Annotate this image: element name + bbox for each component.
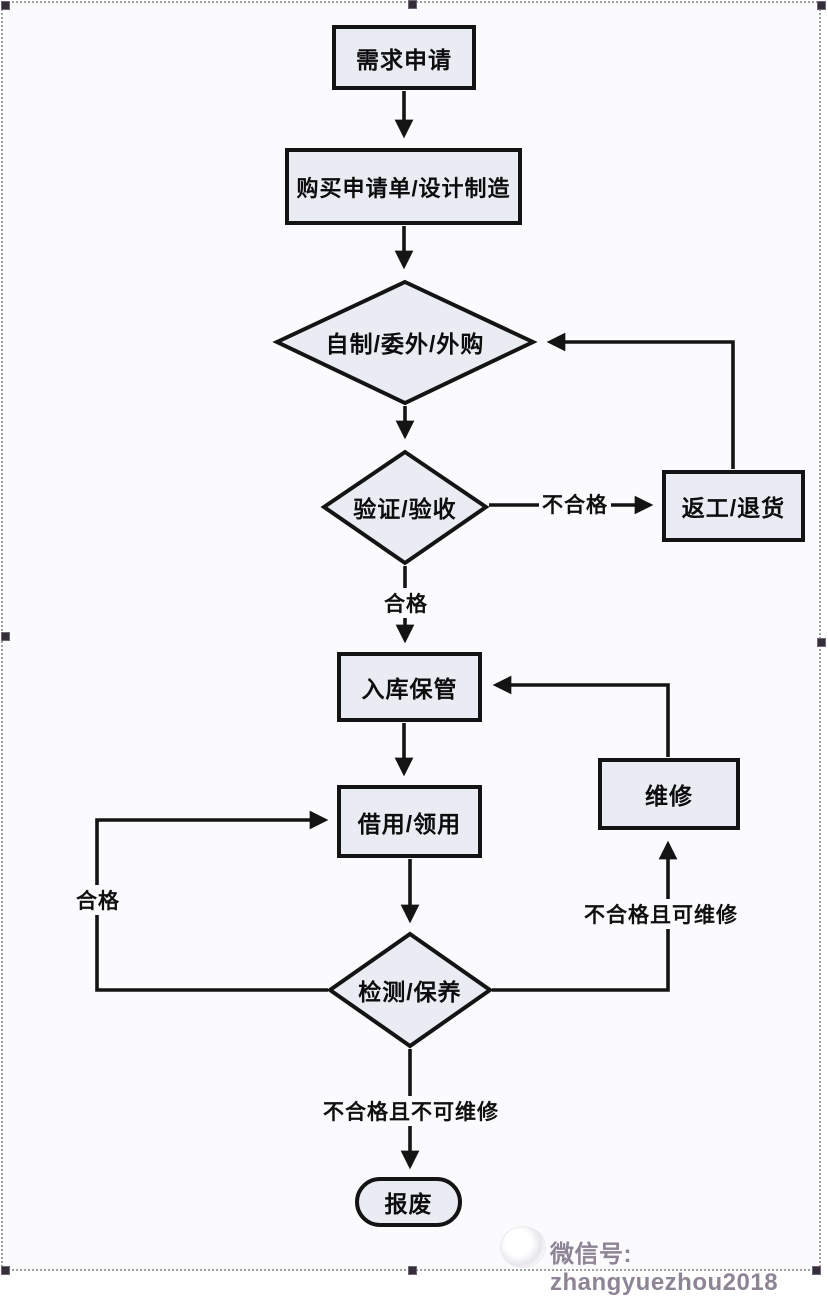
decision-make-outsource-buy-shape: [272, 279, 538, 406]
selection-handle-top-left[interactable]: [1, 1, 10, 10]
node-repair: 维修: [598, 758, 740, 830]
edge-label-unqualified: 不合格: [539, 489, 611, 519]
arrow-rework-to-make: [546, 332, 735, 469]
node-warehouse-storage: 入库保管: [337, 652, 482, 722]
selection-handle-bottom-right[interactable]: [812, 1266, 821, 1275]
edge-label-qualified-left: 合格: [73, 885, 123, 915]
decision-verify-accept-label: 验证/验收: [353, 496, 457, 522]
decision-inspect-maintain-label: 检测/保养: [358, 979, 462, 1005]
arrow-inspect-to-borrow: [95, 810, 329, 992]
node-borrow-use: 借用/领用: [337, 785, 482, 858]
watermark-logo-icon: [500, 1226, 546, 1268]
selection-handle-mid-left[interactable]: [1, 632, 10, 641]
edge-label-qualified-down: 合格: [381, 588, 431, 618]
arrow-repair-to-storage: [492, 675, 670, 757]
selection-handle-top-right[interactable]: [817, 1, 826, 10]
edge-label-unqualified-unrepairable: 不合格且不可维修: [320, 1096, 502, 1126]
node-purchase-order: 购买申请单/设计制造: [285, 148, 522, 225]
decision-verify-accept-shape: [320, 449, 490, 566]
selection-handle-bottom-center[interactable]: [408, 1266, 417, 1275]
arrow-inspect-to-repair: [492, 840, 678, 992]
selection-handle-top-center[interactable]: [408, 0, 417, 9]
selection-handle-mid-right[interactable]: [817, 638, 826, 647]
edge-label-unqualified-repairable: 不合格且可维修: [581, 899, 741, 929]
node-rework-return: 返工/退货: [662, 470, 805, 542]
node-scrap: 报废: [355, 1177, 462, 1227]
decision-inspect-maintain-shape: [326, 931, 494, 1049]
watermark-wechat-id: 微信号: zhangyuezhou2018: [550, 1241, 779, 1296]
decision-make-outsource-buy-label: 自制/委外/外购: [325, 331, 485, 357]
node-demand-request: 需求申请: [332, 25, 476, 90]
selection-handle-bottom-left[interactable]: [1, 1266, 10, 1275]
